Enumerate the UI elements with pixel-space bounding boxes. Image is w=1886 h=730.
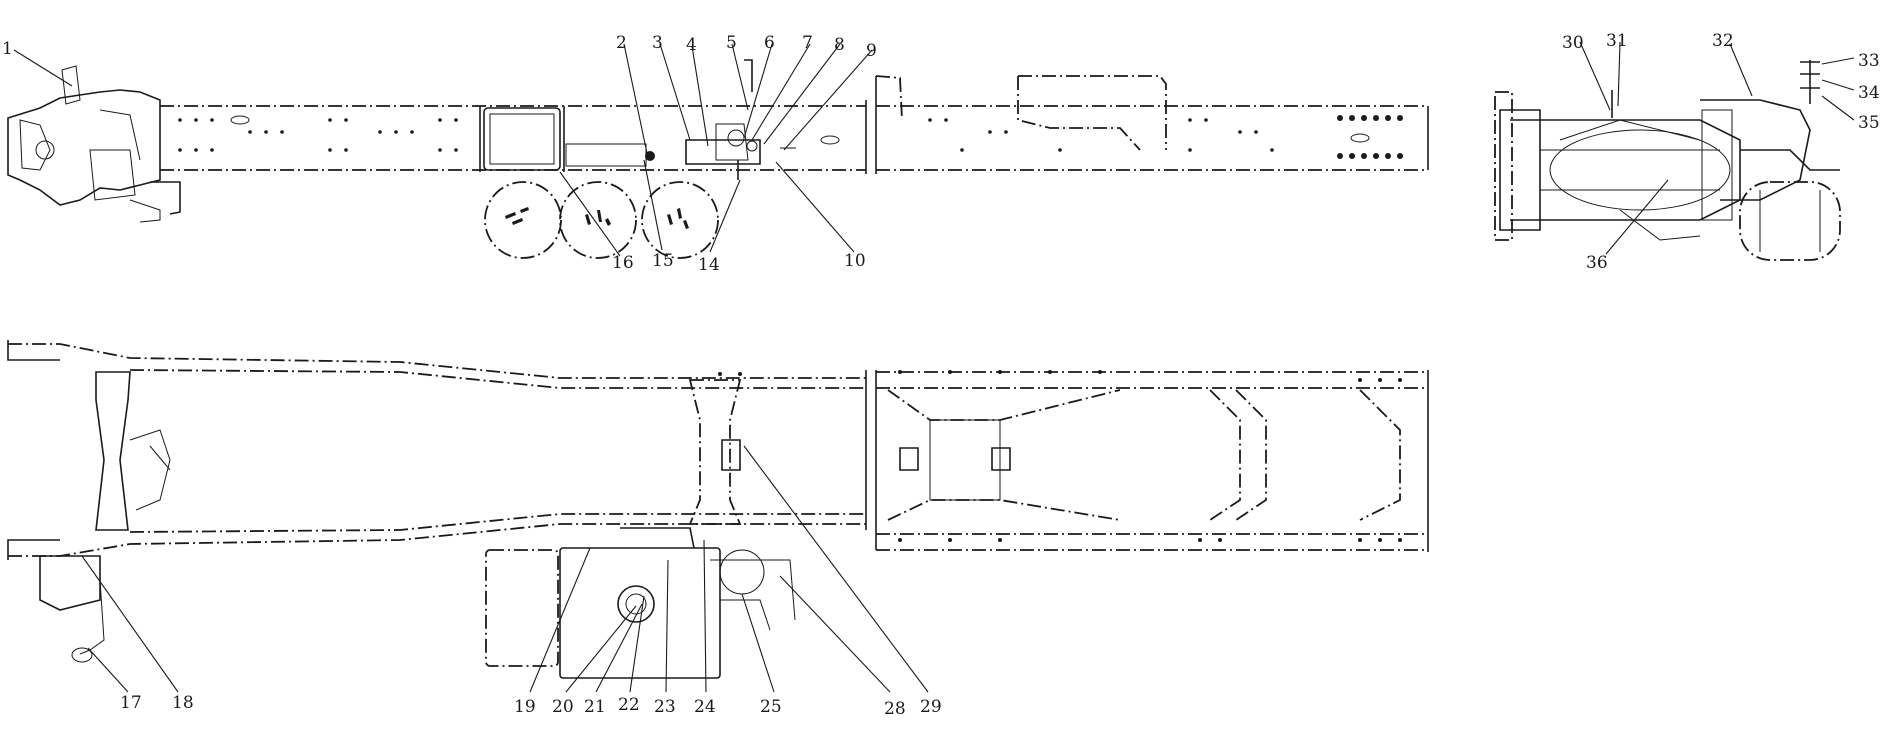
callout-36: 36 <box>1586 253 1608 273</box>
callout-8: 8 <box>834 35 845 55</box>
callout-34: 34 <box>1858 83 1880 103</box>
callout-17: 17 <box>120 693 142 713</box>
callout-3: 3 <box>652 33 663 53</box>
callout-20: 20 <box>552 697 574 717</box>
callout-9: 9 <box>866 41 877 61</box>
callout-7: 7 <box>802 33 813 53</box>
chassis-rear-view <box>1494 60 1841 261</box>
chassis-top-view <box>7 340 1429 679</box>
front-crossmember <box>95 371 171 531</box>
callout-2: 2 <box>616 33 627 53</box>
callout-leaders <box>13 41 1855 693</box>
callout-24: 24 <box>694 697 716 717</box>
callout-19: 19 <box>514 697 536 717</box>
callout-21: 21 <box>584 697 606 717</box>
callout-16: 16 <box>612 253 634 273</box>
callout-29: 29 <box>920 697 942 717</box>
callout-30: 30 <box>1562 33 1584 53</box>
callout-18: 18 <box>172 693 194 713</box>
rear-air-tank <box>1739 181 1841 261</box>
rail-hole-pattern <box>178 115 1403 159</box>
callout-31: 31 <box>1606 31 1628 51</box>
callout-32: 32 <box>1712 31 1734 51</box>
callout-labels: 1 2 3 4 5 6 7 8 9 10 14 15 16 17 18 19 2… <box>2 31 1880 719</box>
x-crossmember <box>887 389 1401 521</box>
mid-crossmember <box>688 379 742 525</box>
callout-23: 23 <box>654 697 676 717</box>
front-cab-mount <box>7 65 181 223</box>
callout-5: 5 <box>726 33 737 53</box>
air-tank-group <box>484 181 719 259</box>
valve-bracket-cluster <box>565 59 796 180</box>
chassis-side-view <box>7 59 1429 259</box>
fuel-tank-assembly <box>485 527 796 679</box>
callout-25: 25 <box>760 697 782 717</box>
callout-14: 14 <box>698 255 720 275</box>
callout-33: 33 <box>1858 51 1880 71</box>
callout-6: 6 <box>764 33 775 53</box>
front-spring-bracket-left <box>39 555 105 663</box>
callout-1: 1 <box>2 39 13 59</box>
callout-15: 15 <box>652 251 674 271</box>
callout-4: 4 <box>686 35 697 55</box>
battery-box-side <box>479 106 565 172</box>
callout-22: 22 <box>618 695 640 715</box>
callout-10: 10 <box>844 251 866 271</box>
callout-35: 35 <box>1858 113 1880 133</box>
callout-28: 28 <box>884 699 906 719</box>
